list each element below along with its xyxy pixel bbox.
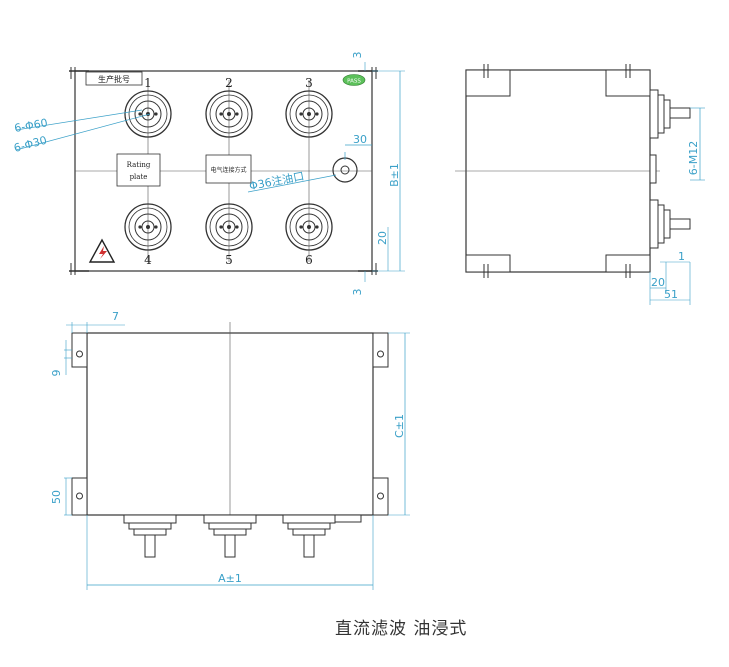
top-view: 7 9 50 C±1 A±1 [50, 310, 410, 590]
flange-top-dim: 3 [351, 52, 364, 59]
front-bracket-tl [69, 67, 89, 79]
front-bracket-br [358, 263, 378, 275]
oil-port-dim: Φ36注油口 [248, 169, 305, 193]
flange-bottom-dim: 3 [351, 289, 364, 296]
width-dim: A±1 [218, 572, 242, 585]
terminal-number: 1 [144, 76, 152, 90]
flange-height-dim: 50 [50, 490, 63, 504]
terminal-number: 2 [225, 76, 233, 90]
stud-ext-dim: 1 [678, 250, 685, 263]
batch-label: 生产批号 [98, 74, 130, 84]
rating-plate [116, 153, 161, 187]
product-caption: 直流滤波 油浸式 [335, 619, 468, 639]
base-dim: 20 [651, 276, 665, 289]
front-view: 生产批号 PASS 1 2 3 4 5 6 Rating plate 电气连接方… [12, 52, 405, 296]
wiring-diagram-box [205, 154, 252, 184]
depth-dim: C±1 [393, 414, 406, 438]
overall-dim: 51 [664, 288, 678, 301]
terminal-number: 4 [144, 253, 152, 267]
bottom-gap-dim: 20 [376, 231, 389, 245]
pass-badge-text: PASS [347, 79, 361, 85]
oil-offset-dim: 30 [353, 133, 367, 146]
oil-port [332, 157, 358, 183]
hole-large-dim: 6-Φ60 [13, 116, 48, 135]
flange-width-dim: 7 [112, 310, 119, 323]
slot-dim: 9 [50, 370, 63, 377]
height-dim: B±1 [388, 163, 401, 187]
terminal-number: 6 [305, 253, 313, 267]
rating-plate-line: Rating [127, 161, 151, 169]
wiring-diagram-label: 电气连接方式 [210, 166, 246, 174]
side-view: 6-M12 1 20 51 [455, 64, 705, 305]
terminal-number: 3 [305, 76, 313, 90]
batch-label-box [85, 71, 143, 86]
pass-badge [342, 74, 366, 86]
front-bracket-bl [69, 263, 89, 275]
rating-plate-line: plate [130, 173, 148, 181]
terminal-number: 5 [225, 253, 233, 267]
hole-small-dim: 6-Φ30 [12, 134, 48, 155]
thread-dim: 6-M12 [687, 141, 700, 175]
